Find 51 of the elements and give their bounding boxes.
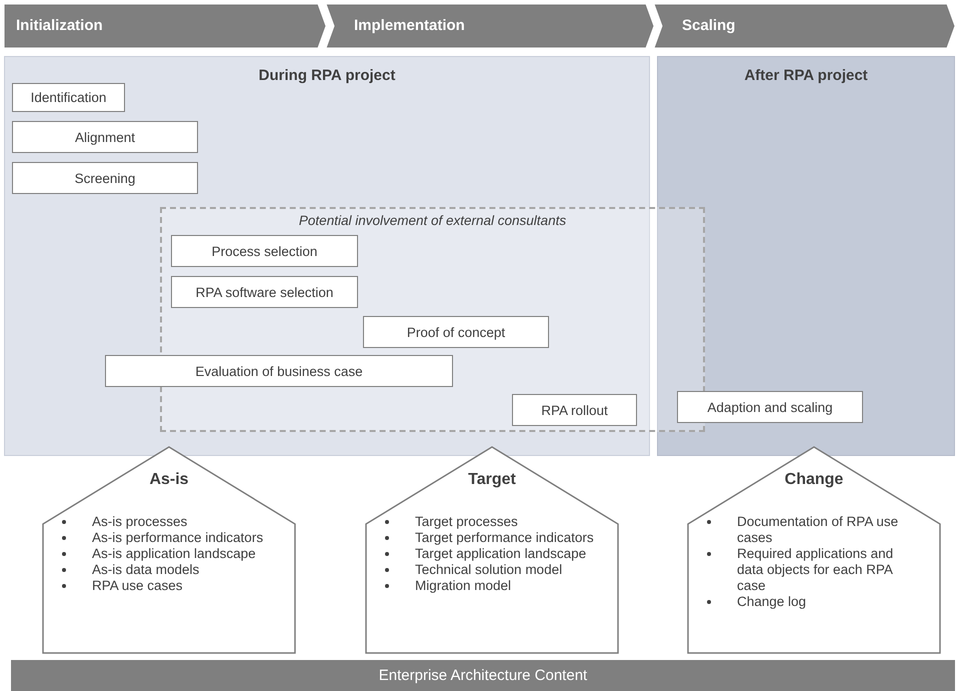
phase-band	[654, 4, 955, 48]
activity-box	[12, 83, 125, 112]
list-item-text: Required applications and data objects for each RPA case	[737, 546, 894, 594]
activity-box	[512, 394, 637, 426]
house-heading: Change	[784, 471, 844, 489]
list-item-text: Technical solution model	[415, 562, 562, 578]
list-item-text: Target performance indicators	[415, 530, 594, 546]
phase-label: Implementation	[354, 17, 465, 34]
dashed-region	[160, 207, 705, 432]
list-item-text: Migration model	[415, 578, 512, 594]
activity-label: Alignment	[74, 130, 136, 144]
list-item-text: As-is application landscape	[92, 546, 256, 562]
house-heading: As-is	[148, 471, 190, 489]
activity-label: Adaption and scaling	[707, 400, 833, 414]
house-heading: Target	[467, 471, 517, 489]
activity-label: Process selection	[212, 244, 318, 258]
list-item-text: As-is processes	[92, 514, 188, 530]
activity-box	[171, 235, 358, 267]
list-item-text: Change log	[737, 594, 806, 610]
activity-label: Evaluation of business case	[195, 364, 363, 378]
activity-box	[171, 276, 358, 308]
house-shape	[365, 446, 619, 654]
bar-label: Enterprise Architecture Content	[378, 667, 588, 684]
list-item-text: Target application landscape	[415, 546, 586, 562]
region-title: Potential involvement of external consultants	[298, 213, 568, 228]
activity-label: RPA software selection	[196, 284, 334, 300]
activity-label: RPA rollout	[541, 402, 608, 418]
list-item-text: RPA use cases	[92, 578, 183, 594]
house-shape	[42, 446, 296, 654]
list-item-text: Documentation of RPA use cases	[737, 514, 900, 546]
project-phase-panel	[4, 56, 650, 456]
activity-box	[677, 391, 863, 423]
panel-title: After RPA project	[743, 67, 869, 84]
house-shape	[687, 446, 941, 654]
phase-band	[326, 4, 654, 48]
activity-box	[12, 162, 198, 194]
phase-label: Scaling	[682, 17, 736, 34]
activity-label: Screening	[74, 170, 136, 186]
panel-title: During RPA project	[258, 67, 396, 84]
activity-label: Proof of concept	[406, 324, 506, 340]
phase-band	[4, 4, 326, 48]
phase-label: Initialization	[16, 17, 103, 34]
activity-box	[363, 316, 549, 348]
project-phase-panel	[657, 56, 955, 456]
list-item-text: As-is performance indicators	[92, 530, 264, 546]
list-item-text: Target processes	[415, 514, 518, 530]
activity-box	[12, 121, 198, 153]
list-item-text: As-is data models	[92, 562, 200, 578]
activity-box	[105, 355, 453, 387]
activity-label: Identification	[30, 90, 106, 105]
foundation-bar	[11, 660, 955, 691]
